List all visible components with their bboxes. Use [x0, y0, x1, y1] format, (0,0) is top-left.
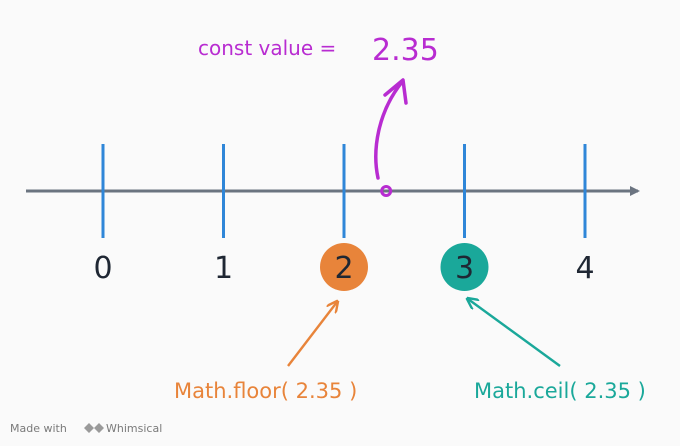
- watermark-made-with: Made with: [10, 422, 67, 435]
- tick-label-2: 2: [334, 251, 353, 286]
- floor-highlight-circle: [320, 243, 368, 291]
- whimsical-logo-icon: [84, 423, 104, 433]
- value-label: const value =: [198, 36, 336, 60]
- watermark-brand: Whimsical: [106, 422, 162, 435]
- tick-label-1: 1: [214, 251, 233, 286]
- value-number: 2.35: [372, 33, 439, 68]
- tick-label-4: 4: [575, 251, 594, 286]
- tick-label-3: 3: [455, 251, 474, 286]
- ceil-arrow: [468, 299, 561, 367]
- value-point: [380, 185, 393, 197]
- axis-ticks: 0 1 2 3 4: [93, 144, 595, 291]
- value-pointer-arrow: [374, 80, 404, 180]
- floor-label: Math.floor( 2.35 ): [174, 379, 357, 403]
- watermark: Made with Whimsical: [10, 422, 162, 435]
- value-pointer-arrowhead: [383, 78, 408, 105]
- tick-label-0: 0: [93, 251, 112, 286]
- ceil-highlight-circle: [440, 243, 489, 291]
- floor-arrow: [287, 302, 337, 367]
- ceil-label: Math.ceil( 2.35 ): [474, 379, 646, 403]
